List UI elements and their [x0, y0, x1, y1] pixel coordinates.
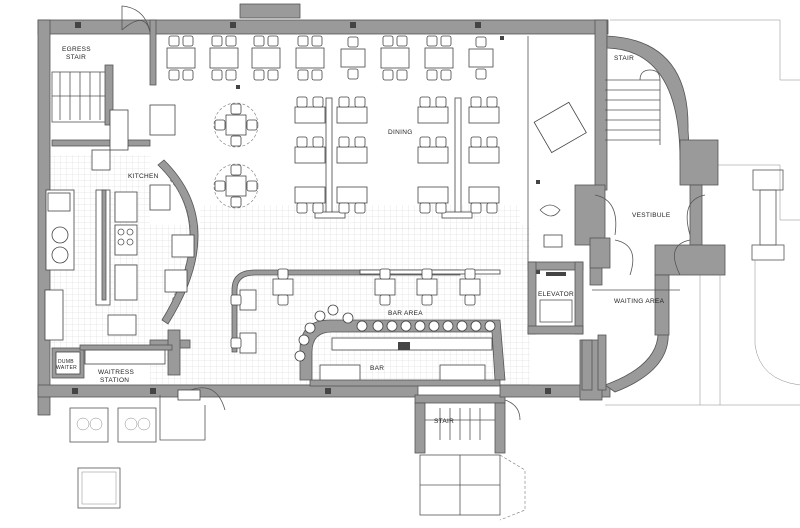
- terrace: [605, 19, 800, 406]
- egress-stair: [51, 64, 151, 147]
- waitress-station: [51, 344, 173, 379]
- label-elevator: ELEVATOR: [538, 291, 574, 298]
- label-waitress: WAITRESS: [98, 369, 134, 376]
- kitchen-curved-wall: [149, 159, 199, 376]
- room-labels: EGRESS STAIR KITCHEN DINING STAIR VESTIB…: [56, 46, 671, 425]
- label-dumb: DUMB: [58, 359, 74, 365]
- dining-top-row: [166, 35, 494, 81]
- bar-area-tables: [230, 268, 501, 354]
- exterior-bottom-left: [69, 387, 226, 509]
- label-dining: DINING: [388, 129, 413, 136]
- dining-banquette-right: [417, 96, 500, 219]
- label-egress-stair: STAIR: [66, 54, 86, 61]
- label-egress: EGRESS: [62, 46, 91, 53]
- label-waiter: WAITER: [56, 365, 77, 371]
- label-waiting-area: WAITING AREA: [614, 298, 665, 305]
- interior-walls: [527, 36, 706, 391]
- label-stair-top-right: STAIR: [614, 55, 634, 62]
- bottom-stair: [414, 399, 526, 521]
- kitchen-equipment: [44, 104, 176, 341]
- label-stair-bottom: STAIR: [434, 418, 454, 425]
- label-kitchen: KITCHEN: [128, 173, 159, 180]
- label-station: STATION: [100, 377, 129, 384]
- elevator: [527, 261, 584, 335]
- right-stair-tower: [574, 35, 726, 393]
- label-bar-area: BAR AREA: [388, 310, 423, 317]
- egress-door: [121, 5, 151, 33]
- bar-counter: [294, 304, 506, 387]
- label-vestibule: VESTIBULE: [632, 212, 671, 219]
- label-bar: BAR: [370, 365, 384, 372]
- round-tables: [213, 102, 259, 209]
- dining-banquette-left: [294, 96, 368, 219]
